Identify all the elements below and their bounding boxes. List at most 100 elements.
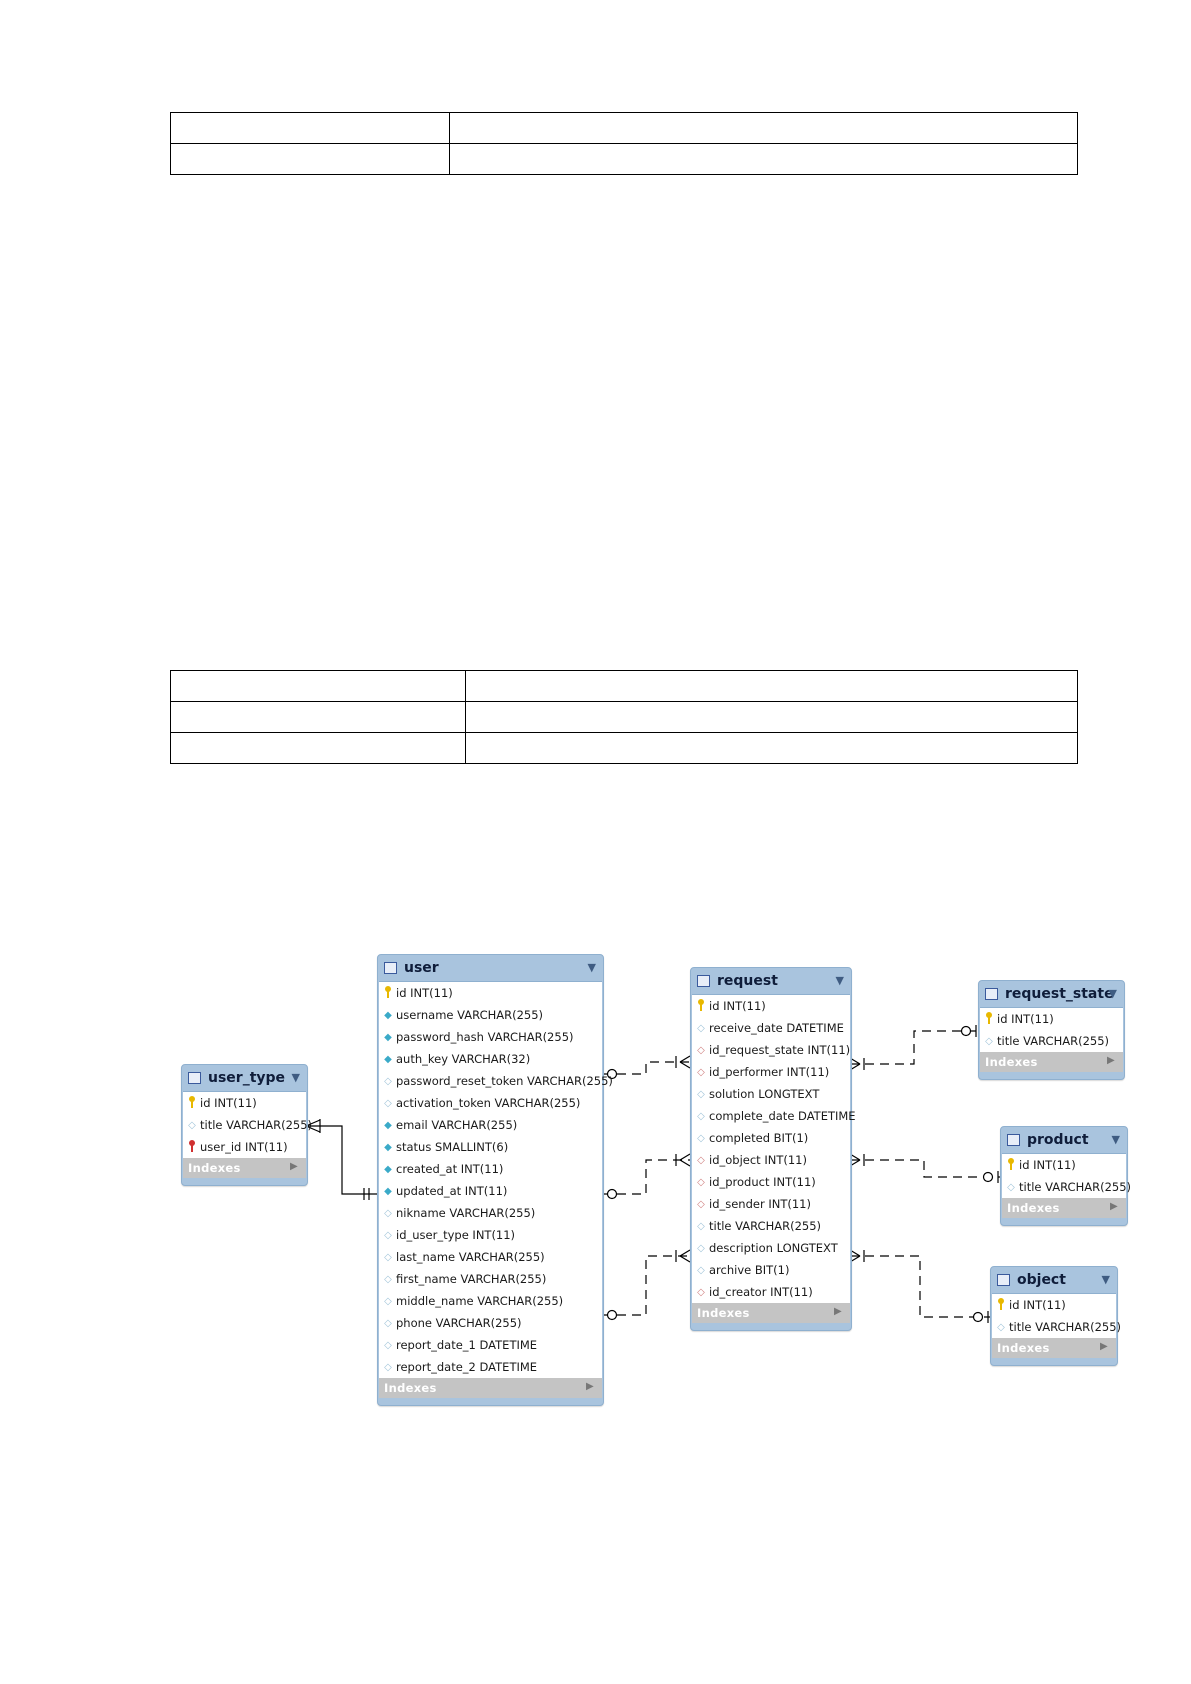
column-row[interactable]: ◇title VARCHAR(255) — [980, 1030, 1123, 1052]
column-label: id_user_type INT(11) — [396, 1228, 516, 1242]
column-row[interactable]: ◇title VARCHAR(255) — [183, 1114, 312, 1136]
column-row[interactable]: ◇ description LONGTEXT — [692, 1237, 850, 1259]
entity-name: user — [404, 960, 439, 976]
entity-header[interactable]: request ▼ — [691, 968, 851, 994]
indexes-bar[interactable]: Indexes▶ — [980, 1052, 1123, 1072]
diamond-icon: ◇ — [384, 1207, 392, 1219]
column-label: password_reset_token VARCHAR(255) — [396, 1074, 613, 1088]
column-row[interactable]: ◇id_creator INT(11) — [692, 1281, 850, 1303]
triangle-right-icon[interactable]: ▶ — [834, 1306, 842, 1317]
column-row[interactable]: ◇first_name VARCHAR(255) — [379, 1268, 602, 1290]
indexes-bar[interactable]: Indexes▶ — [379, 1378, 602, 1398]
column-row[interactable]: ◇title VARCHAR(255) — [692, 1215, 850, 1237]
column-row[interactable]: id INT(11) — [692, 995, 850, 1017]
column-row[interactable]: ◇phone VARCHAR(255) — [379, 1312, 602, 1334]
entity-request-state[interactable]: request_state▼id INT(11) ◇title VARCHAR(2… — [978, 980, 1125, 1080]
triangle-right-icon[interactable]: ▶ — [1110, 1201, 1118, 1212]
column-row[interactable]: ◆ status SMALLINT(6) — [379, 1136, 602, 1158]
column-row[interactable]: ◆password_hash VARCHAR(255) — [379, 1026, 602, 1048]
diamond-icon: ◇ — [1007, 1181, 1015, 1193]
column-label: status SMALLINT(6) — [396, 1140, 509, 1154]
diamond-icon: ◇ — [384, 1339, 392, 1351]
diamond-icon: ◇ — [384, 1361, 392, 1373]
red-key-icon — [187, 1139, 197, 1155]
column-label: id_request_state INT(11) — [709, 1043, 851, 1057]
indexes-bar[interactable]: Indexes▶ — [1002, 1198, 1126, 1218]
column-row[interactable]: ◇id_performer INT(11) — [692, 1061, 850, 1083]
column-label: id INT(11) — [200, 1096, 257, 1110]
column-row[interactable]: ◇id_user_type INT(11) — [379, 1224, 602, 1246]
column-row[interactable]: ◆auth_key VARCHAR(32) — [379, 1048, 602, 1070]
column-label: description LONGTEXT — [709, 1241, 838, 1255]
entity-name: request — [717, 973, 778, 989]
indexes-bar[interactable]: Indexes ▶ — [692, 1303, 850, 1323]
column-row[interactable]: ◇middle_name VARCHAR(255) — [379, 1290, 602, 1312]
column-row[interactable]: ◇id_object INT(11) — [692, 1149, 850, 1171]
entity-object[interactable]: object ▼ id INT(11)◇title VARCHAR(255)Inde… — [990, 1266, 1121, 1366]
column-row[interactable]: id INT(11) — [1002, 1154, 1126, 1176]
column-row[interactable]: ◇password_reset_token VARCHAR(255) — [379, 1070, 613, 1092]
diamond-icon: ◇ — [697, 1242, 705, 1254]
column-row[interactable]: ◇nikname VARCHAR(255) — [379, 1202, 602, 1224]
column-label: id_sender INT(11) — [709, 1197, 811, 1211]
triangle-down-icon[interactable]: ▼ — [291, 1071, 300, 1084]
entity-header[interactable]: product▼ — [1001, 1127, 1127, 1153]
key-icon — [696, 998, 706, 1014]
entity-request[interactable]: request ▼ id INT(11)◇receive_date DATETIME… — [690, 967, 856, 1331]
column-label: title VARCHAR(255) — [200, 1118, 313, 1132]
column-row[interactable]: ◆username VARCHAR(255) — [379, 1004, 602, 1026]
column-row[interactable]: ◇id_sender INT(11) — [692, 1193, 850, 1215]
diamond-icon: ◇ — [697, 1132, 705, 1144]
triangle-down-icon[interactable]: ▼ — [1101, 1273, 1110, 1286]
entity-user-type[interactable]: user_type▼id INT(11) ◇title VARCHAR(255)u… — [181, 1064, 312, 1186]
triangle-down-icon[interactable]: ▼ — [835, 974, 844, 987]
column-row[interactable]: ◆email VARCHAR(255) — [379, 1114, 602, 1136]
entity-header[interactable]: user ▼ — [378, 955, 603, 981]
entity-product[interactable]: product▼id INT(11)◇title VARCHAR(255)Ind… — [1000, 1126, 1131, 1226]
column-row[interactable]: id INT(11) — [183, 1092, 306, 1114]
triangle-down-icon[interactable]: ▼ — [587, 961, 596, 974]
column-list: id INT(11)◇title VARCHAR(255) — [1002, 1153, 1131, 1198]
column-row[interactable]: id INT(11) — [992, 1294, 1116, 1316]
entity-header[interactable]: object ▼ — [991, 1267, 1117, 1293]
column-row[interactable]: ◇archive BIT(1) — [692, 1259, 850, 1281]
column-label: created_at INT(11) — [396, 1162, 504, 1176]
column-row[interactable]: ◇receive_date DATETIME — [692, 1017, 850, 1039]
diamond-icon: ◇ — [697, 1286, 705, 1298]
triangle-right-icon[interactable]: ▶ — [586, 1381, 594, 1392]
column-row[interactable]: ◇title VARCHAR(255) — [992, 1316, 1121, 1338]
column-row[interactable]: ◆created_at INT(11) — [379, 1158, 602, 1180]
diamond-icon: ◇ — [697, 1110, 705, 1122]
column-row[interactable]: ◇activation_token VARCHAR(255) — [379, 1092, 602, 1114]
column-row[interactable]: ◇solution LONGTEXT — [692, 1083, 850, 1105]
column-row[interactable]: ◇report_date_2 DATETIME — [379, 1356, 602, 1378]
table-icon — [188, 1072, 201, 1084]
entity-header[interactable]: user_type▼ — [182, 1065, 307, 1091]
column-row[interactable]: id INT(11) — [379, 982, 602, 1004]
diamond-icon: ◇ — [384, 1097, 392, 1109]
column-row[interactable]: ◇last_name VARCHAR(255) — [379, 1246, 602, 1268]
triangle-down-icon[interactable]: ▼ — [1111, 1133, 1120, 1146]
indexes-bar[interactable]: Indexes▶ — [992, 1338, 1116, 1358]
column-row[interactable]: ◆updated_at INT(11) — [379, 1180, 602, 1202]
entity-user[interactable]: user▼id INT(11)◆username VARCHAR(255)◆pa… — [377, 954, 613, 1406]
triangle-down-icon[interactable]: ▼ — [1108, 987, 1117, 1000]
triangle-right-icon[interactable]: ▶ — [1107, 1055, 1115, 1066]
entity-header[interactable]: request_state▼ — [979, 981, 1124, 1007]
column-row[interactable]: user_id INT(11) — [183, 1136, 306, 1158]
column-label: solution LONGTEXT — [709, 1087, 820, 1101]
triangle-right-icon[interactable]: ▶ — [1100, 1341, 1108, 1352]
column-label: id INT(11) — [997, 1012, 1054, 1026]
column-row[interactable]: ◇title VARCHAR(255) — [1002, 1176, 1131, 1198]
indexes-label: Indexes — [697, 1306, 750, 1320]
entity-name: object — [1017, 1272, 1066, 1288]
column-row[interactable]: ◇id_product INT(11) — [692, 1171, 850, 1193]
indexes-bar[interactable]: Indexes▶ — [183, 1158, 306, 1178]
column-row[interactable]: ◇complete_date DATETIME — [692, 1105, 855, 1127]
triangle-right-icon[interactable]: ▶ — [290, 1161, 298, 1172]
column-row[interactable]: ◇report_date_1 DATETIME — [379, 1334, 602, 1356]
diamond-icon: ◆ — [384, 1141, 392, 1153]
column-row[interactable]: ◇completed BIT(1) — [692, 1127, 850, 1149]
column-row[interactable]: id INT(11) — [980, 1008, 1123, 1030]
column-row[interactable]: ◇id_request_state INT(11) — [692, 1039, 850, 1061]
